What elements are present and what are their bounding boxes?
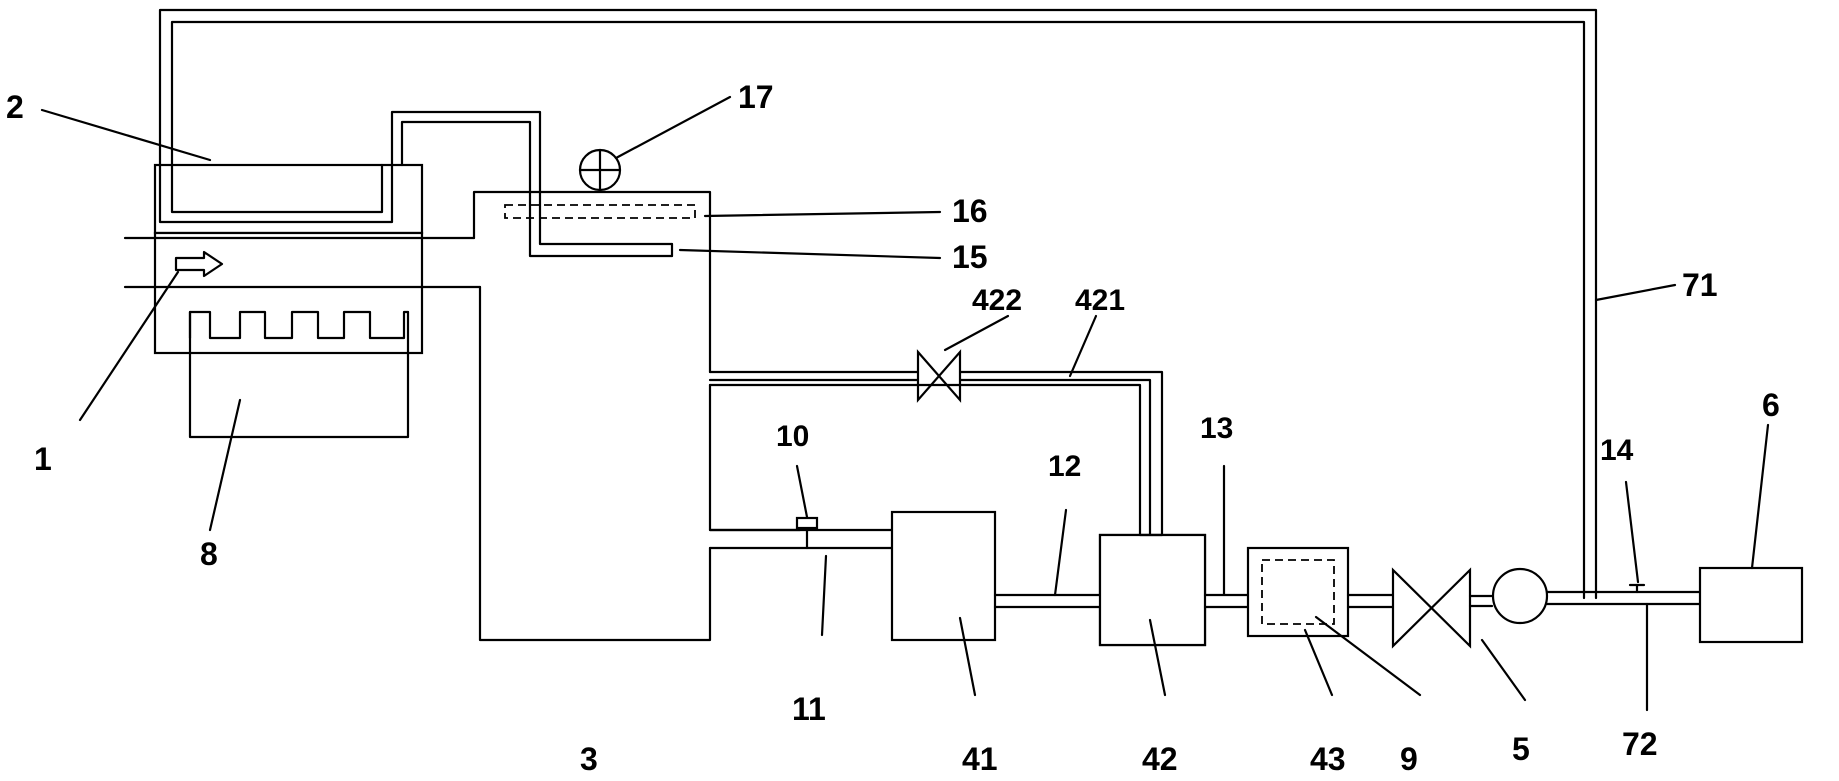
label-422: 422	[972, 284, 1022, 317]
label-14: 14	[1600, 434, 1634, 467]
pipe-11	[708, 528, 894, 550]
pipe-43-5	[1346, 593, 1395, 609]
label-42: 42	[1142, 741, 1178, 777]
label-5: 5	[1512, 731, 1530, 767]
component-17	[578, 148, 622, 192]
leader-lines	[40, 95, 1770, 702]
label-11: 11	[792, 691, 826, 727]
component-42	[1098, 533, 1207, 647]
label-15: 15	[952, 239, 988, 275]
label-2: 2	[6, 89, 24, 125]
pipe-12	[993, 593, 1102, 609]
pipe-72	[1545, 590, 1702, 712]
pump-5	[1468, 567, 1549, 625]
pipe-421	[708, 370, 1164, 537]
component-9	[1261, 559, 1335, 625]
label-13: 13	[1200, 412, 1233, 445]
label-41: 41	[962, 741, 998, 777]
label-1: 1	[34, 441, 52, 477]
valve-5	[1391, 567, 1472, 649]
valve-422	[916, 349, 962, 403]
label-43: 43	[1310, 741, 1346, 777]
label-71: 71	[1682, 267, 1718, 303]
label-3: 3	[580, 741, 598, 777]
label-72: 72	[1622, 726, 1658, 762]
label-421: 421	[1075, 284, 1125, 317]
pipe-71	[158, 8, 1598, 600]
label-8: 8	[200, 536, 218, 572]
arrow-right-icon	[174, 250, 224, 278]
label-6: 6	[1762, 387, 1780, 423]
label-9: 9	[1400, 741, 1418, 777]
label-12: 12	[1048, 450, 1081, 483]
component-43	[1246, 546, 1350, 638]
component-8	[188, 310, 410, 439]
component-16	[504, 204, 696, 219]
label-16: 16	[952, 193, 988, 229]
component-14	[1628, 583, 1646, 594]
component-1	[123, 231, 482, 355]
label-10: 10	[776, 420, 809, 453]
pipe-15	[390, 110, 674, 258]
chamber-3	[472, 190, 712, 642]
component-10	[795, 516, 819, 550]
component-2	[153, 163, 424, 235]
component-6	[1698, 566, 1804, 644]
component-41	[890, 510, 997, 642]
label-17: 17	[738, 79, 774, 115]
pipe-13	[1203, 593, 1250, 609]
